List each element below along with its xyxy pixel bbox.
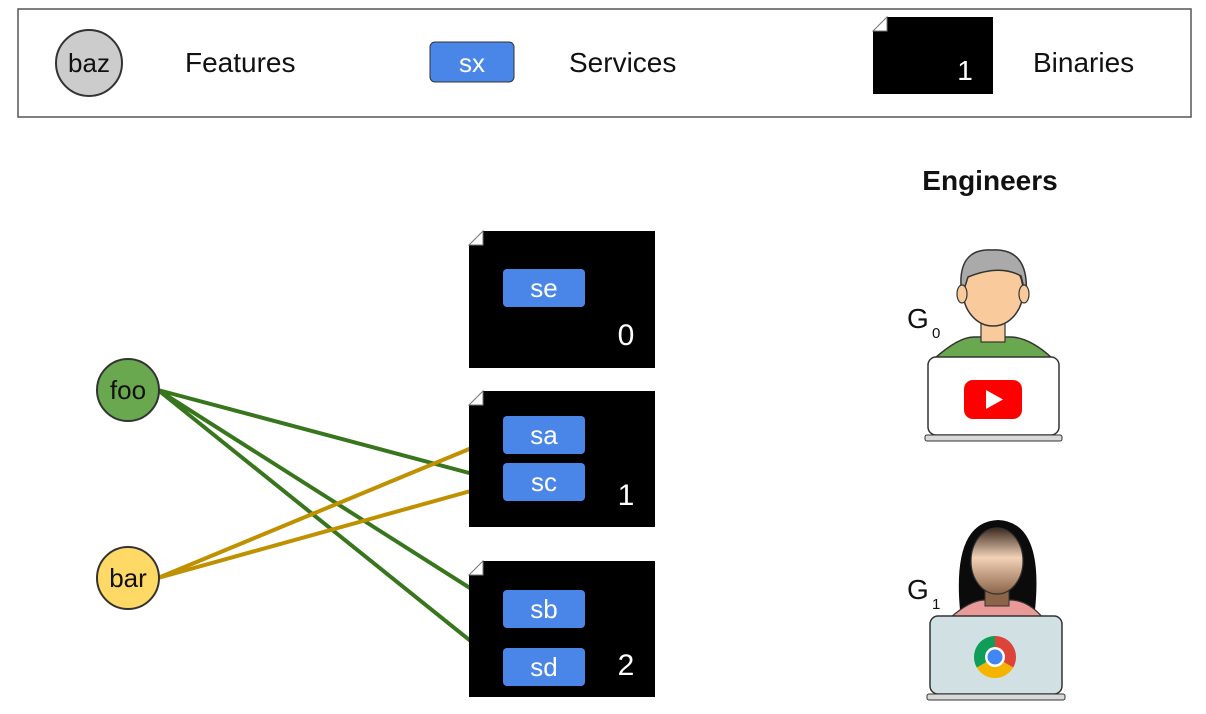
feature-bar-label: bar [109,563,147,593]
youtube-icon [964,380,1022,419]
legend: baz Features sx Services 1 Binaries [17,8,1192,118]
legend-binary-fold [871,15,888,32]
edge-foo-sc [156,388,505,484]
engineer-g0-ear-right [1018,284,1030,304]
engineer-g0-avatar [933,249,1054,359]
engineer-g1-subscript: 1 [932,596,940,613]
engineer-g1-avatar [948,520,1045,619]
feature-bar: bar [96,546,160,610]
binary-1-number: 1 [618,479,635,512]
engineer-g1-shirt [948,599,1045,619]
service-sb [503,590,585,628]
laptop-g1-base [926,693,1066,701]
binary-0: se 0 [467,229,655,368]
laptop-g1 [926,615,1066,701]
binary-0-fold [467,229,484,246]
legend-service-label: Services [569,47,676,78]
chrome-icon [973,636,1017,679]
edges [156,388,505,669]
binary-1: sa sc 1 [467,389,655,527]
engineers-heading: Engineers [922,165,1057,196]
laptop-g0-base [924,434,1063,442]
service-sd [503,648,585,686]
legend-box [17,8,1192,118]
service-sd-label: sd [530,652,557,682]
engineer-g1-label: G 1 [907,574,940,613]
service-sa [503,416,585,454]
engineer-g0-ear-left [956,284,968,304]
binary-2-fold [467,559,484,576]
engineer-g1-head [970,527,1024,595]
service-se [503,269,585,307]
edge-foo-sb [156,388,505,611]
legend-feature-label: Features [185,47,296,78]
engineer-g1: G 1 [907,520,1066,701]
engineer-g0-hair [960,249,1028,297]
service-sb-label: sb [530,594,557,624]
legend-binary-sample: 1 [957,55,973,86]
binary-0-number: 0 [618,319,635,352]
service-se-label: se [530,273,557,303]
binary-2: sb sd 2 [467,559,655,697]
edge-bar-sc [156,480,505,580]
legend-service-box [429,41,515,83]
feature-foo: foo [96,358,160,422]
feature-bar-node [96,546,160,610]
edge-bar-sa [156,433,505,580]
engineer-g0-shirt [933,336,1054,359]
service-sc [503,463,585,501]
legend-binary-label: Binaries [1033,47,1134,78]
legend-binary-box [873,17,993,94]
laptop-g0 [924,356,1063,442]
service-sc-label: sc [531,467,557,497]
feature-foo-node [96,358,160,422]
engineer-g0-subscript: 0 [932,325,940,342]
legend-service-sample: sx [459,48,485,78]
service-sa-label: sa [530,420,558,450]
legend-feature-circle [55,29,123,97]
binary-1-fold [467,389,484,406]
engineer-g0-label: G 0 [907,303,940,342]
feature-foo-label: foo [110,375,146,405]
engineer-g1-letter: G [907,574,929,605]
legend-feature-sample: baz [68,48,110,78]
engineer-g0: G 0 [907,249,1063,442]
binary-2-number: 2 [618,649,635,682]
engineer-g0-letter: G [907,303,929,334]
